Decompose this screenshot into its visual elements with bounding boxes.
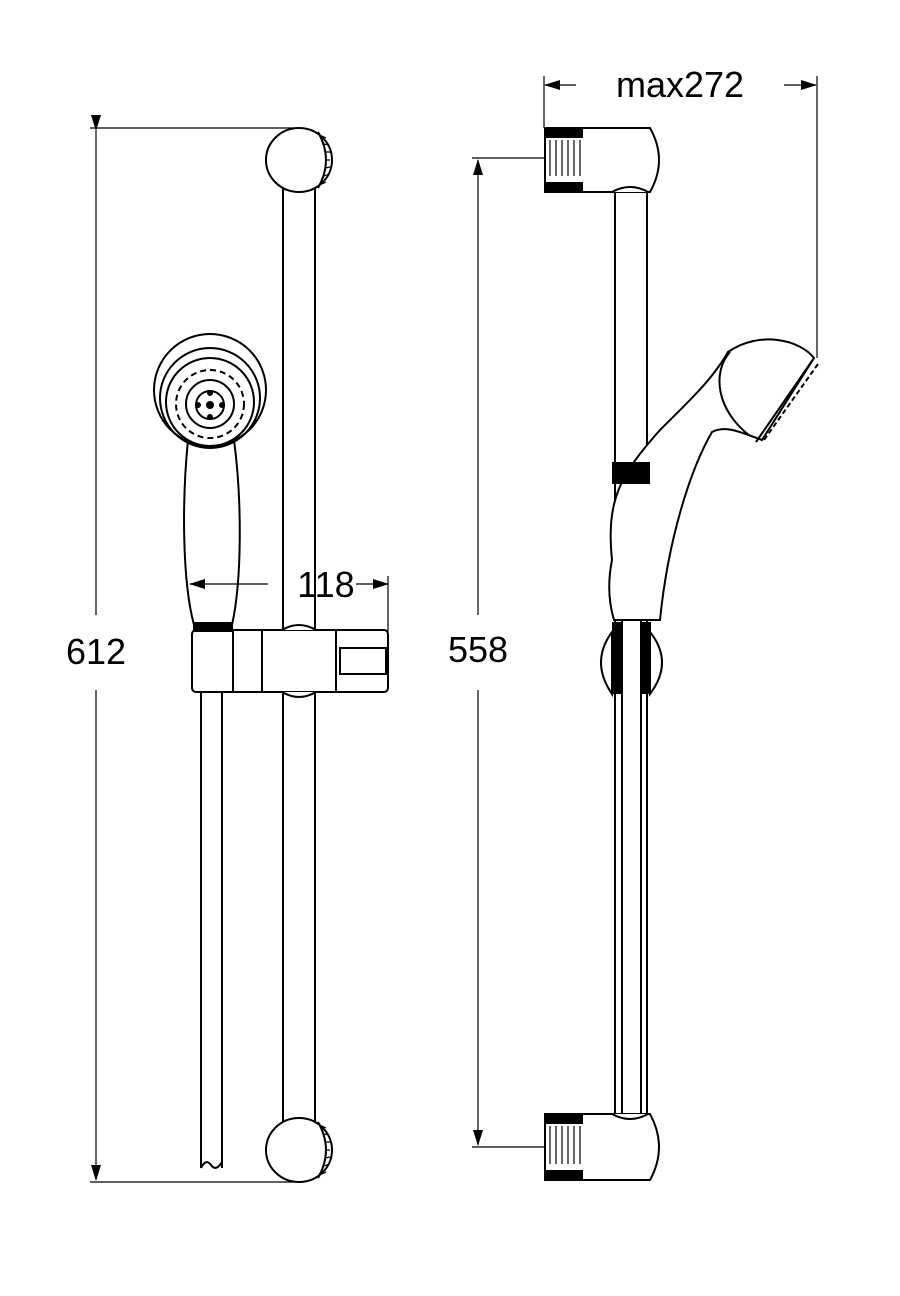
dim-label-558: 558 [448,629,508,670]
front-slider-holder [191,622,389,698]
front-view: 612 118 [66,115,389,1183]
dimension-overall-height: 612 [66,115,300,1183]
dim-label-max272: max272 [616,64,744,105]
side-top-bracket [544,127,660,193]
side-view: max272 558 [448,64,819,1181]
dim-label-612: 612 [66,631,126,672]
front-hose [200,690,223,1169]
dimension-projection: 118 [189,564,389,632]
dimension-rail-height: 558 [448,157,545,1148]
side-bottom-bracket [544,1113,660,1181]
front-handset-handle [183,439,241,626]
front-bottom-bracket [265,1117,333,1183]
dimension-max-reach: max272 [543,64,818,358]
dim-label-118: 118 [297,564,354,605]
side-handset [608,338,819,621]
front-top-bracket [265,127,333,193]
front-shower-head [153,333,267,449]
side-slider-holder [600,622,663,698]
